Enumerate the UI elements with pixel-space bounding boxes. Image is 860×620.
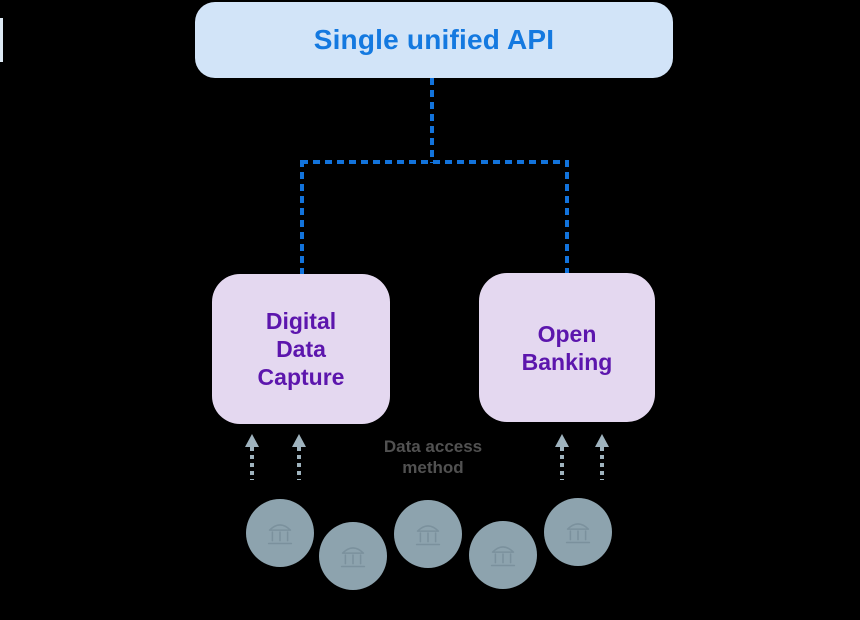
data-source-circle [319,522,387,590]
arrow-tail [600,447,604,480]
data-source-circle [544,498,612,566]
up-arrow [292,434,306,480]
arrow-tail [250,447,254,480]
open-banking-box: Open Banking [479,273,655,422]
data-source-circle [394,500,462,568]
connector-right-line [565,160,569,273]
connector-cross-line [301,160,568,164]
arrowhead-icon [292,434,306,447]
up-arrow [555,434,569,480]
connector-left-line [300,160,304,274]
single-unified-api-label: Single unified API [313,24,555,55]
bank-icon [409,515,447,553]
arrow-tail [297,447,301,480]
arrowhead-icon [245,434,259,447]
bank-icon [334,537,372,575]
data-source-circle [246,499,314,567]
digital-data-capture-label: Digital Data Capture [257,308,345,390]
clipped-box-edge [0,18,3,62]
digital-data-capture-box: Digital Data Capture [212,274,390,424]
bank-icon [559,513,597,551]
single-unified-api-box: Single unified API [195,2,673,78]
bank-icon [261,514,299,552]
data-access-method-label: Data access method [383,437,483,477]
open-banking-label: Open Banking [521,320,613,375]
bank-icon [484,536,522,574]
arrow-tail [560,447,564,480]
connector-stem-line [430,78,434,163]
arrowhead-icon [595,434,609,447]
arrowhead-icon [555,434,569,447]
up-arrow [595,434,609,480]
data-source-circle [469,521,537,589]
up-arrow [245,434,259,480]
